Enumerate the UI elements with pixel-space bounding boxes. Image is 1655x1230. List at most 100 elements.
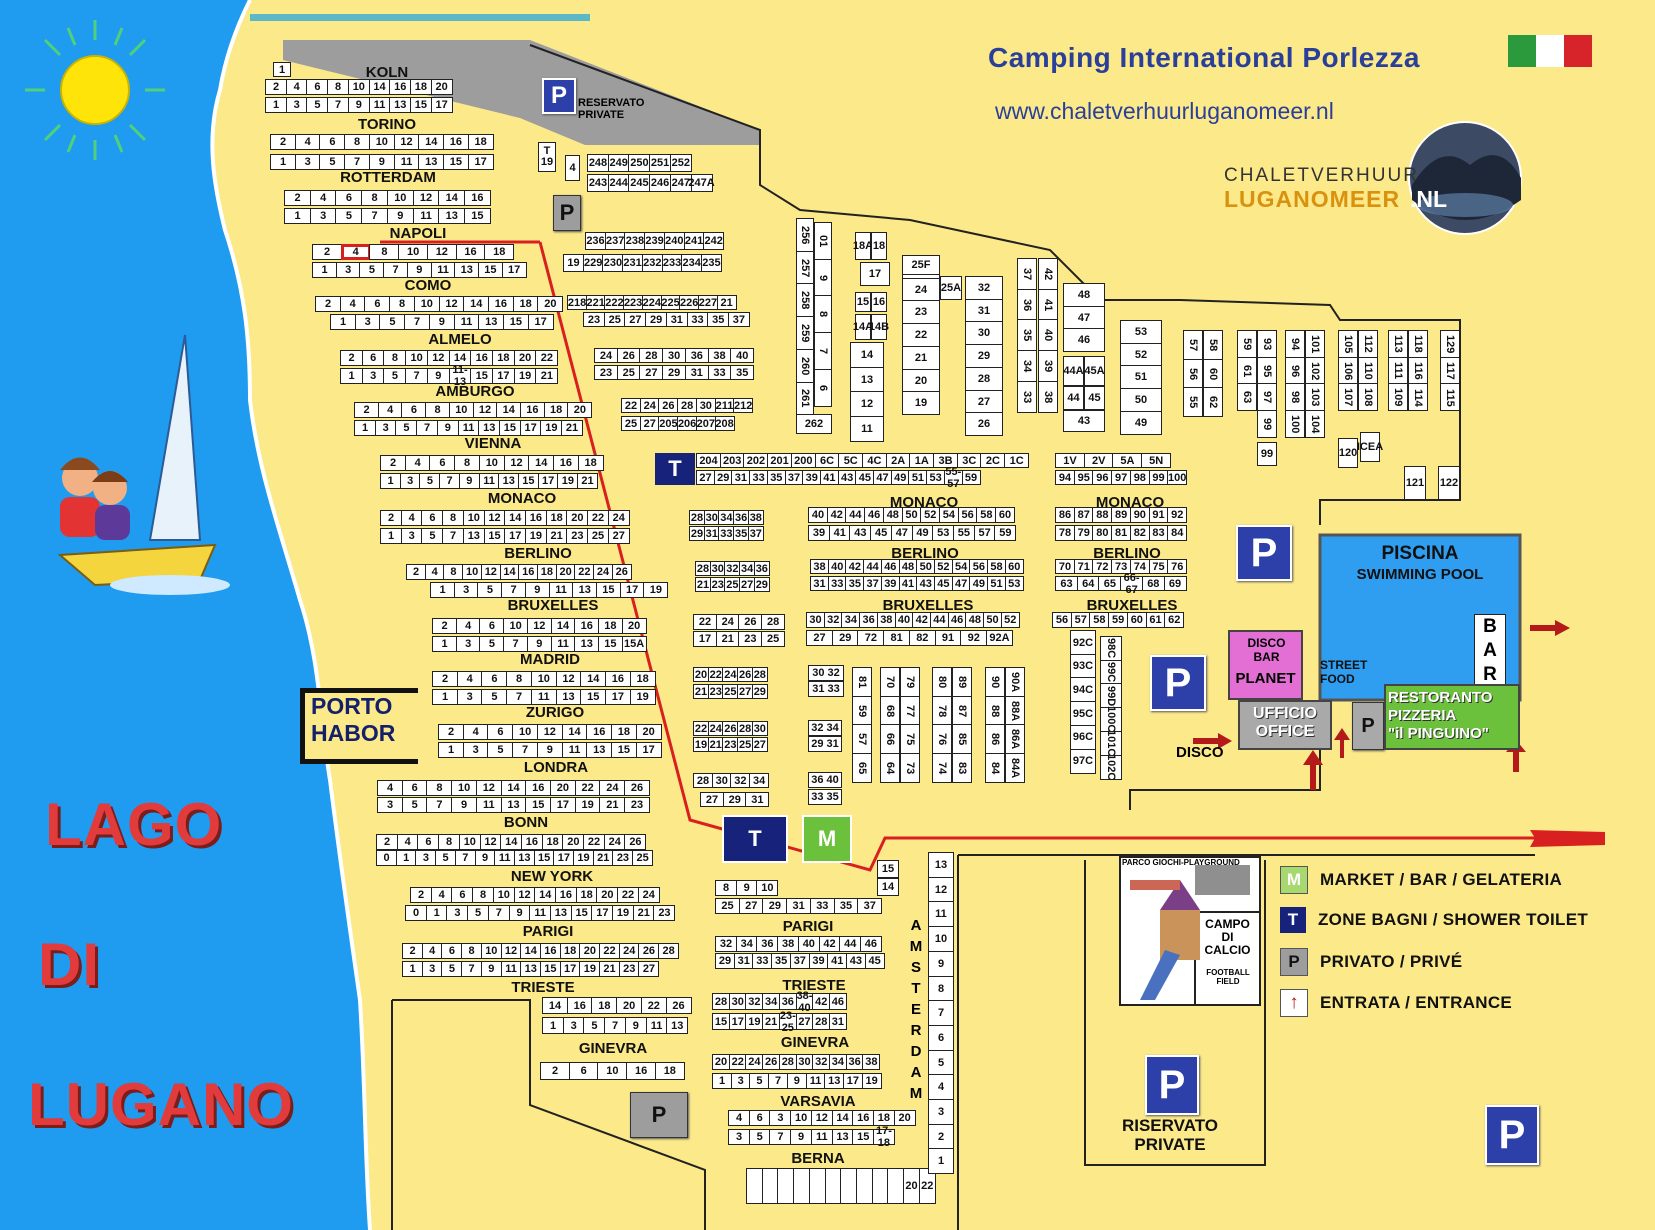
pitch-number[interactable]: 25F: [902, 255, 940, 275]
pitch-number[interactable]: 30: [709, 561, 726, 576]
pitch-number[interactable]: 39: [802, 470, 822, 485]
pitch-number[interactable]: 19: [579, 961, 601, 977]
pitch-number[interactable]: 31: [733, 953, 754, 969]
pitch-number[interactable]: 11: [529, 905, 552, 921]
pitch-number[interactable]: 63: [1055, 576, 1078, 591]
pitch-number[interactable]: 17: [549, 797, 576, 813]
pitch-number[interactable]: 9: [735, 880, 758, 896]
pitch-number[interactable]: 17: [537, 473, 559, 489]
pitch-number[interactable]: 61: [1237, 356, 1257, 385]
pitch-number[interactable]: 2: [410, 887, 432, 903]
pitch-number[interactable]: 19: [612, 905, 635, 921]
pitch-number[interactable]: 7: [501, 582, 527, 598]
pitch-number[interactable]: 55: [952, 525, 975, 541]
pitch-number[interactable]: 12: [479, 834, 502, 850]
pitch-number[interactable]: 12: [503, 455, 530, 471]
pitch-number[interactable]: 48: [1063, 283, 1105, 307]
pitch-number[interactable]: 41: [827, 953, 848, 969]
pitch-number[interactable]: 32: [745, 993, 764, 1010]
pitch-number[interactable]: 33: [1017, 380, 1037, 413]
pitch-number[interactable]: T 19: [538, 142, 556, 172]
pitch-number[interactable]: 16: [586, 724, 613, 740]
pitch-number[interactable]: 14: [500, 780, 527, 796]
pitch-number[interactable]: 10: [347, 79, 370, 95]
pitch-number[interactable]: 16: [626, 1062, 657, 1080]
pitch-number[interactable]: 35: [766, 470, 786, 485]
pitch-number[interactable]: 69: [1163, 576, 1187, 591]
pitch-number[interactable]: 65: [852, 753, 872, 784]
pitch-number[interactable]: 99: [1257, 442, 1277, 466]
pitch-number[interactable]: 50: [983, 612, 1003, 628]
pitch-number[interactable]: 42: [912, 612, 932, 628]
pitch-number[interactable]: 31: [828, 1013, 847, 1030]
pitch-number[interactable]: 22: [599, 943, 621, 959]
pitch-number[interactable]: 81: [852, 667, 872, 697]
pitch-number[interactable]: 36: [733, 510, 750, 525]
pitch-number[interactable]: 9: [786, 1073, 807, 1089]
pitch-number[interactable]: 1C: [1004, 453, 1030, 468]
pitch-number[interactable]: 32: [730, 773, 751, 788]
pitch-number[interactable]: 30: [728, 993, 747, 1010]
pitch-number[interactable]: 16: [524, 510, 547, 526]
pitch-number[interactable]: 26: [638, 943, 660, 959]
pitch-number[interactable]: 45: [933, 576, 953, 591]
pitch-number[interactable]: 15: [852, 1129, 875, 1145]
pitch-number[interactable]: [887, 1168, 905, 1204]
pitch-number[interactable]: 40: [894, 612, 914, 628]
pitch-number[interactable]: 27: [624, 312, 647, 327]
pitch-number[interactable]: 15A: [621, 636, 647, 652]
pitch-number[interactable]: 63: [1237, 383, 1257, 412]
pitch-number[interactable]: [761, 1168, 779, 1204]
pitch-number[interactable]: 66-67: [1120, 572, 1144, 596]
pitch-number[interactable]: 11: [810, 1129, 833, 1145]
pitch-number[interactable]: 37: [784, 470, 804, 485]
pitch-number[interactable]: 4: [565, 155, 580, 181]
pitch-number[interactable]: 120: [1338, 438, 1358, 468]
pitch-number[interactable]: 43: [1063, 410, 1105, 432]
pitch-number[interactable]: 66: [880, 724, 900, 755]
pitch-number[interactable]: 27: [737, 684, 754, 699]
pitch-number[interactable]: 7: [383, 262, 409, 278]
pitch-number[interactable]: 84A: [1005, 753, 1025, 784]
pitch-number[interactable]: 18: [872, 1110, 895, 1126]
pitch-number[interactable]: 92A: [985, 630, 1013, 646]
pitch-number[interactable]: 60: [1004, 559, 1024, 574]
pitch-number[interactable]: 19: [540, 420, 563, 436]
pitch-number[interactable]: 18: [629, 671, 656, 687]
pitch-number[interactable]: 15: [595, 582, 621, 598]
pitch-number[interactable]: 60: [995, 507, 1016, 523]
pitch-number[interactable]: 104: [1305, 410, 1325, 439]
pitch-number[interactable]: 207: [695, 416, 716, 431]
pitch-number[interactable]: 2: [315, 296, 341, 312]
pitch-number[interactable]: 7: [439, 473, 461, 489]
pitch-number[interactable]: 33: [718, 526, 735, 541]
pitch-number[interactable]: 51: [987, 576, 1007, 591]
pitch-number[interactable]: [777, 1168, 795, 1204]
pitch-number[interactable]: 28: [695, 561, 711, 576]
pitch-number[interactable]: 29: [662, 365, 687, 380]
pitch-number[interactable]: 10: [756, 880, 779, 896]
pitch-number[interactable]: 9: [624, 1017, 647, 1034]
pitch-number[interactable]: 37: [1017, 258, 1037, 290]
pitch-number[interactable]: 24: [745, 1054, 764, 1070]
pitch-number[interactable]: 1: [270, 154, 296, 170]
pitch-number[interactable]: 17: [619, 582, 645, 598]
pitch-number[interactable]: 59: [1108, 612, 1129, 628]
pitch-number[interactable]: 20: [549, 780, 576, 796]
pitch-number[interactable]: 12: [526, 618, 552, 634]
pitch-number[interactable]: 38: [747, 510, 764, 525]
pitch-number[interactable]: 17: [467, 154, 494, 170]
pitch-number[interactable]: 5: [419, 473, 441, 489]
pitch-number[interactable]: 10: [790, 1110, 813, 1126]
pitch-number[interactable]: 9: [474, 850, 496, 866]
pitch-number[interactable]: 21: [599, 797, 626, 813]
pitch-number[interactable]: 7: [426, 797, 453, 813]
pitch-number[interactable]: 8: [361, 190, 389, 206]
pitch-number[interactable]: 80: [932, 667, 952, 697]
pitch-number[interactable]: 22: [535, 350, 559, 366]
pitch-number[interactable]: 11: [453, 314, 480, 330]
pitch-number[interactable]: 19: [524, 528, 547, 544]
pitch-number[interactable]: 22: [574, 564, 595, 580]
pitch-number[interactable]: 84: [985, 753, 1005, 784]
pitch-number[interactable]: 18: [575, 887, 598, 903]
